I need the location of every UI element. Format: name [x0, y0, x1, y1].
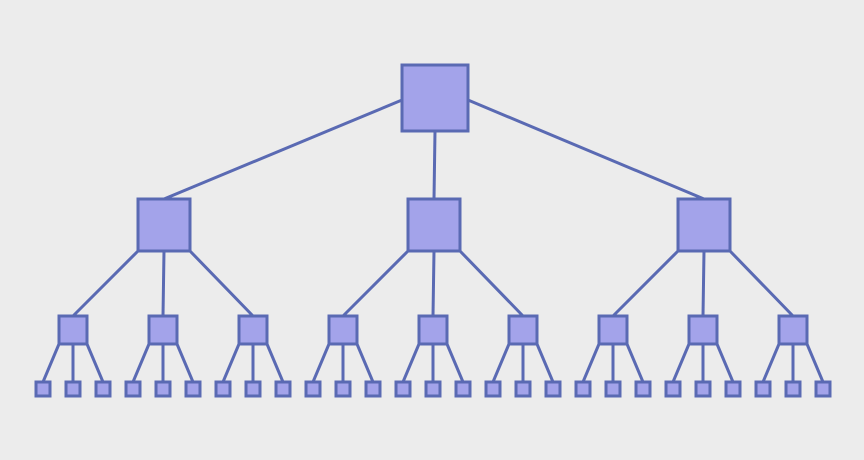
level-2-node — [57, 314, 89, 346]
tree-edge — [311, 343, 331, 383]
leaf-node — [784, 380, 802, 398]
tree-edge — [458, 249, 525, 318]
leaf-node — [364, 380, 382, 398]
leaf-node — [394, 380, 412, 398]
tree-edge — [161, 250, 166, 317]
tree-edge — [715, 343, 735, 383]
leaf-node — [94, 380, 112, 398]
level-1-node — [136, 197, 192, 253]
tree-edges — [41, 98, 825, 383]
tree-edge — [85, 343, 105, 383]
tree-edge — [761, 343, 781, 383]
level-2-node — [237, 314, 269, 346]
leaf-node — [64, 380, 82, 398]
level-2-node — [327, 314, 359, 346]
tree-nodes — [34, 63, 832, 398]
tree-edge — [805, 343, 825, 383]
tree-edge — [175, 343, 195, 383]
level-1-node — [676, 197, 732, 253]
tree-edge — [221, 343, 241, 383]
tree-edge — [163, 98, 403, 201]
leaf-node — [124, 380, 142, 398]
level-2-node — [687, 314, 719, 346]
tree-edge — [581, 343, 601, 383]
leaf-node — [184, 380, 202, 398]
leaf-node — [334, 380, 352, 398]
level-2-node — [777, 314, 809, 346]
tree-edge — [445, 343, 465, 383]
tree-edge — [355, 343, 375, 383]
tree-edge — [131, 343, 151, 383]
leaf-node — [454, 380, 472, 398]
level-2-node — [597, 314, 629, 346]
tree-edge — [431, 250, 436, 317]
leaf-node — [814, 380, 832, 398]
root-node — [400, 63, 470, 133]
leaf-node — [724, 380, 742, 398]
level-2-node — [417, 314, 449, 346]
tree-edge — [611, 249, 680, 318]
tree-edge — [341, 249, 410, 318]
leaf-node — [214, 380, 232, 398]
leaf-node — [304, 380, 322, 398]
leaf-node — [154, 380, 172, 398]
leaf-node — [664, 380, 682, 398]
tree-edge — [188, 249, 255, 318]
leaf-node — [34, 380, 52, 398]
leaf-node — [244, 380, 262, 398]
tree-edge — [265, 343, 285, 383]
tree-edge — [535, 343, 555, 383]
leaf-node — [754, 380, 772, 398]
tree-edge — [491, 343, 511, 383]
leaf-node — [514, 380, 532, 398]
leaf-node — [574, 380, 592, 398]
leaf-node — [604, 380, 622, 398]
leaf-node — [544, 380, 562, 398]
level-2-node — [147, 314, 179, 346]
leaf-node — [424, 380, 442, 398]
tree-edge — [432, 130, 437, 200]
leaf-node — [484, 380, 502, 398]
leaf-node — [634, 380, 652, 398]
leaf-node — [694, 380, 712, 398]
tree-edge — [71, 249, 140, 318]
level-1-node — [406, 197, 462, 253]
tree-edge — [401, 343, 421, 383]
tree-edge — [467, 98, 705, 201]
tree-edge — [41, 343, 61, 383]
tree-edge — [671, 343, 691, 383]
tree-edge — [625, 343, 645, 383]
tree-edge — [701, 250, 706, 317]
leaf-node — [274, 380, 292, 398]
tree-edge — [728, 249, 795, 318]
level-2-node — [507, 314, 539, 346]
